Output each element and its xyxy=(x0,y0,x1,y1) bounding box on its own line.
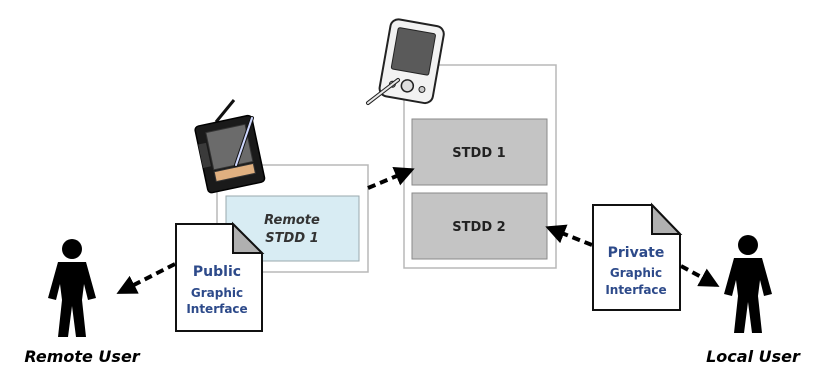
stdd1-box xyxy=(411,118,548,186)
public-interface-document xyxy=(175,221,265,332)
arrow-remote-to-stdd1 xyxy=(367,166,415,190)
arrow-private-to-local-user xyxy=(680,264,720,287)
stdd2-label: STDD 2 xyxy=(452,220,505,235)
public-interface-line3: Interface xyxy=(186,302,247,316)
private-interface-title: Private xyxy=(608,245,665,261)
remote-stdd-label-line1: Remote xyxy=(264,213,320,228)
public-interface-title: Public xyxy=(193,264,241,280)
pda-device-icon xyxy=(366,18,445,105)
remote-user-label: Remote User xyxy=(24,347,140,365)
private-interface-document xyxy=(592,202,683,311)
private-interface-line3: Interface xyxy=(605,283,666,297)
stdd2-box xyxy=(411,192,548,260)
stdd1-label: STDD 1 xyxy=(452,146,505,161)
public-interface-line2: Graphic xyxy=(191,286,243,300)
remote-user-icon xyxy=(48,239,96,337)
local-user-icon xyxy=(724,235,772,333)
remote-stdd-label-line2: STDD 1 xyxy=(265,231,318,246)
handheld-device-icon xyxy=(194,99,266,194)
arrow-private-to-stdd2 xyxy=(545,224,593,247)
local-user-label: Local User xyxy=(706,347,801,365)
arrow-public-to-remote-user xyxy=(116,262,176,294)
private-interface-line2: Graphic xyxy=(610,266,662,280)
